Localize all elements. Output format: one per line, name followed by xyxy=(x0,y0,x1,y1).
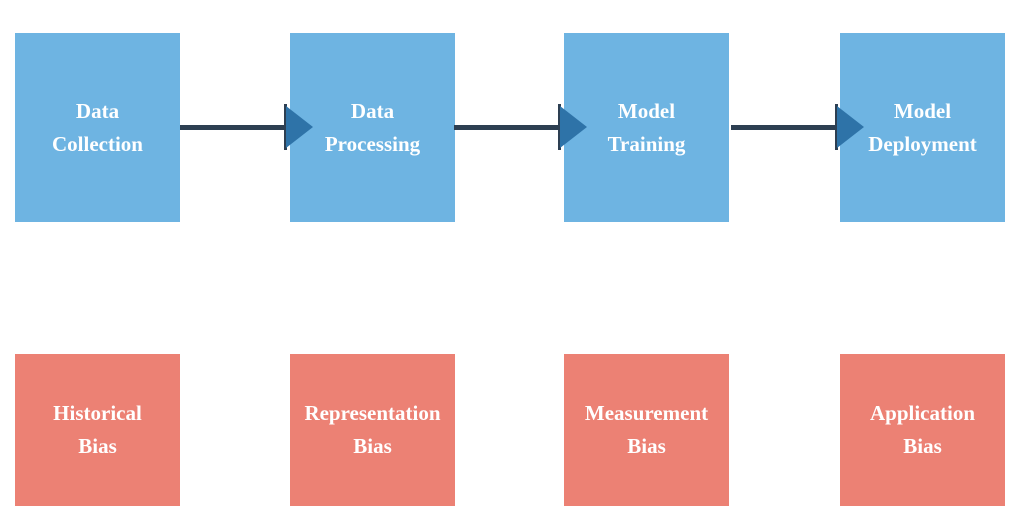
stage-box-model-training: Model Training xyxy=(564,33,729,222)
stage-box-data-collection: Data Collection xyxy=(15,33,180,222)
arrow-shaft xyxy=(180,125,288,130)
stage-box-data-processing: Data Processing xyxy=(290,33,455,222)
arrow-shaft xyxy=(454,125,562,130)
bias-box-measurement: Measurement Bias xyxy=(564,354,729,506)
bias-label-representation: Representation Bias xyxy=(304,401,441,458)
bias-box-application: Application Bias xyxy=(840,354,1005,506)
connector-arrow-1 xyxy=(180,104,313,150)
arrow-back-edge xyxy=(558,104,561,150)
stage-box-model-deployment: Model Deployment xyxy=(840,33,1005,222)
stage-label-model-deployment: Model Deployment xyxy=(868,98,977,156)
stage-label-model-training: Model Training xyxy=(607,98,686,156)
stage-label-data-collection: Data Collection xyxy=(52,98,143,156)
arrow-right-icon xyxy=(286,106,313,148)
arrow-back-edge xyxy=(835,104,838,150)
arrow-back-edge xyxy=(284,104,287,150)
arrow-shaft xyxy=(731,125,839,130)
bias-label-historical: Historical Bias xyxy=(53,401,142,458)
arrow-right-icon xyxy=(837,106,864,148)
stage-label-data-processing: Data Processing xyxy=(324,98,421,156)
bias-box-historical: Historical Bias xyxy=(15,354,180,506)
bias-label-measurement: Measurement Bias xyxy=(584,401,709,458)
bias-box-representation: Representation Bias xyxy=(290,354,455,506)
connector-arrow-2 xyxy=(454,104,587,150)
arrow-right-icon xyxy=(560,106,587,148)
connector-arrow-3 xyxy=(731,104,864,150)
bias-label-application: Application Bias xyxy=(869,401,976,458)
